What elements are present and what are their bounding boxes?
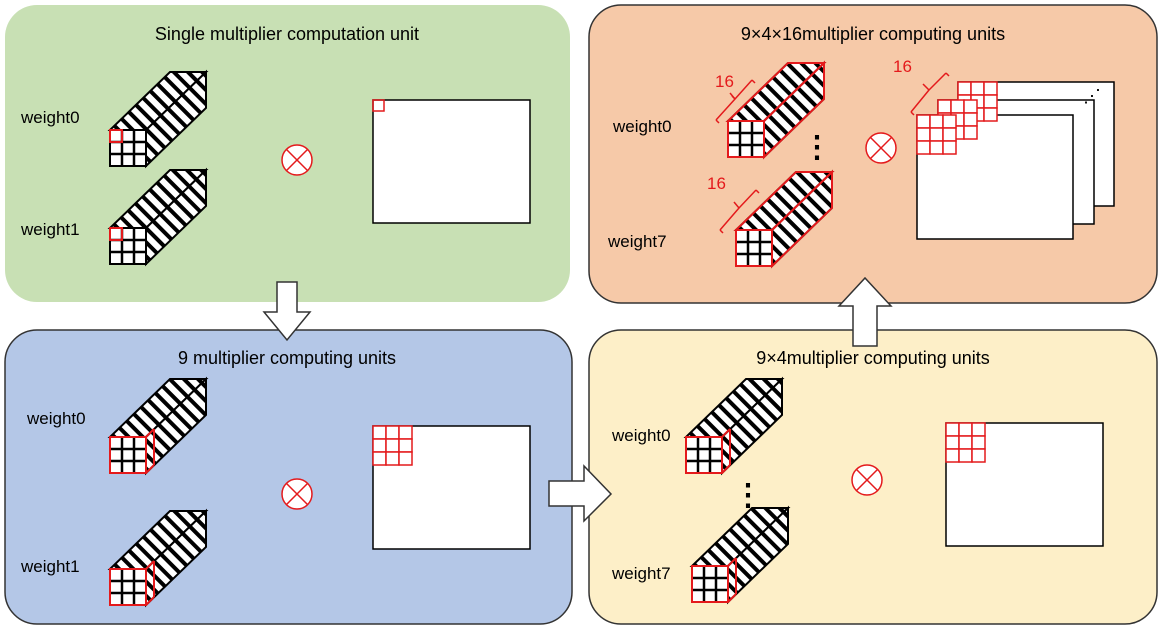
operator-ninefour [851,464,883,496]
ninefoursixteen-weight7-cuboid [733,169,835,269]
ninefoursixteen-weight0-label: weight0 [612,117,672,136]
ninefoursixteen-weight0-cuboid [725,60,827,160]
ninefoursixteen-weight7-label: weight7 [607,232,667,251]
arrow-right [548,464,613,523]
ninefour-weight0-label: weight0 [611,426,671,445]
ninefour-red-grid [945,422,986,463]
dim-bracket-weight0 [715,79,756,124]
ninefour-weight0-cuboid [683,376,785,476]
ninefoursixteen-ellipsis: ⋮ [802,131,832,164]
operator-single [281,144,313,176]
single-weight0-cuboid [107,69,209,169]
nine-red-grid [372,425,413,466]
nine-weight0-cuboid [107,376,209,476]
nine-weight1-label: weight1 [20,557,80,576]
panel-ninefour-title: 9×4multiplier computing units [756,348,990,368]
single-weight1-cuboid [107,167,209,267]
panel-ninefoursixteen-title: 9×4×16multiplier computing units [741,24,1005,44]
stack-front-grid [916,114,957,155]
dim-label-weight0: 16 [715,72,734,91]
arrow-down [262,281,312,342]
dim-bracket-weight7 [719,189,760,234]
arrow-up [837,276,893,347]
nine-feature-grid [372,425,413,466]
ninefour-weight7-cuboid [689,505,791,605]
single-feature-cell [372,99,385,112]
dim-label-stack: 16 [893,57,912,76]
weight-cuboids [107,60,835,608]
single-weight1-label: weight1 [20,220,80,239]
ninefour-ellipsis: ⋮ [733,479,763,512]
single-feature-map [372,99,531,224]
operator-nine [281,478,313,510]
dim-bracket-stack [910,72,950,116]
nine-weight1-cuboid [107,508,209,608]
panel-nine-title: 9 multiplier computing units [178,348,396,368]
operator-ninefoursixteen [865,132,897,164]
ninefoursixteen-feature-grids [916,81,998,155]
single-weight0-label: weight0 [20,108,80,127]
panel-single-title: Single multiplier computation unit [155,24,419,44]
ninefour-weight7-label: weight7 [611,564,671,583]
stack-ellipsis: ⋰ [1083,86,1101,106]
nine-weight0-label: weight0 [26,409,86,428]
dim-label-weight7: 16 [707,174,726,193]
ninefour-feature-grid [945,422,986,463]
